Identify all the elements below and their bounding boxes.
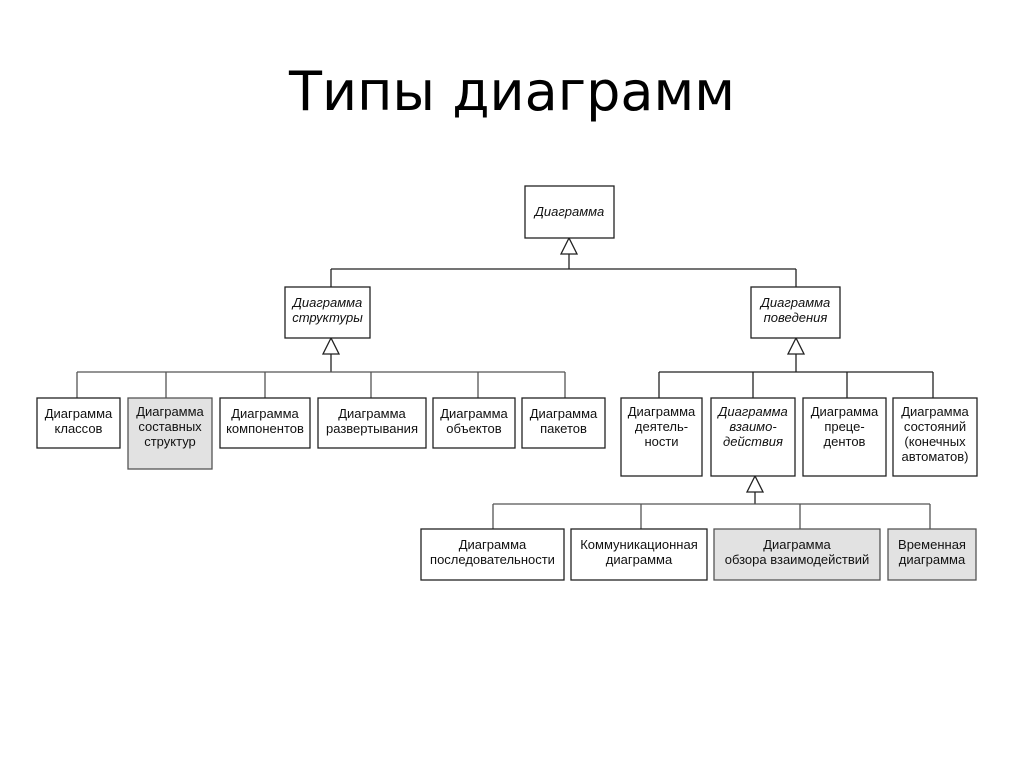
node-box: [432, 397, 516, 449]
node-label-line: Диаграмма: [136, 404, 204, 419]
node-label-line: поведения: [764, 310, 828, 325]
diagram-node-root: Диаграмма: [524, 185, 615, 239]
node-label-line: Временная: [898, 537, 966, 552]
node-label-line: Диаграмма: [759, 295, 831, 310]
node-box: [713, 528, 881, 581]
node-label-line: Диаграмма: [459, 537, 527, 552]
node-box: [317, 397, 427, 449]
node-box: [524, 185, 615, 239]
node-label-line: ности: [644, 434, 678, 449]
generalization-arrow-icon: [745, 474, 765, 493]
node-label-line: Диаграмма: [530, 406, 598, 421]
node-label-line: составных: [138, 419, 202, 434]
node-label-line: диаграмма: [899, 552, 966, 567]
node-box: [802, 397, 887, 477]
node-box: [219, 397, 311, 449]
node-label-line: Диаграмма: [45, 406, 113, 421]
node-label-line: развертывания: [326, 421, 418, 436]
node-box: [710, 397, 796, 477]
node-box: [570, 528, 708, 581]
node-label-line: компонентов: [226, 421, 304, 436]
node-box: [892, 397, 978, 477]
node-label-line: Диаграмма: [533, 204, 605, 219]
node-label-line: дентов: [824, 434, 866, 449]
node-label-line: пакетов: [540, 421, 587, 436]
node-box: [750, 286, 841, 339]
node-label-line: Коммуникационная: [580, 537, 698, 552]
node-label-line: Диаграмма: [716, 404, 788, 419]
node-label-line: диаграмма: [606, 552, 673, 567]
node-label-line: Диаграмма: [338, 406, 406, 421]
node-label-line: структуры: [292, 310, 363, 325]
node-label-line: преце-: [824, 419, 864, 434]
edges-layer: [76, 236, 934, 529]
generalization-arrow-icon: [786, 336, 806, 355]
node-box: [127, 397, 213, 470]
node-box: [36, 397, 121, 449]
nodes-layer: ДиаграммаДиаграммаструктурыДиаграммапове…: [36, 185, 978, 581]
node-label-line: Диаграмма: [440, 406, 508, 421]
node-label-line: автоматов): [901, 449, 968, 464]
node-label-line: классов: [55, 421, 103, 436]
node-label-line: Диаграмма: [291, 295, 363, 310]
node-label-line: последовательности: [430, 552, 555, 567]
node-label-line: Диаграмма: [231, 406, 299, 421]
node-label-line: взаимо-: [729, 419, 777, 434]
slide-title: Типы диаграмм: [289, 60, 735, 123]
node-box: [887, 528, 977, 581]
node-label-line: Диаграмма: [628, 404, 696, 419]
node-label-line: Диаграмма: [811, 404, 879, 419]
node-label-line: объектов: [446, 421, 501, 436]
node-label-line: структур: [144, 434, 196, 449]
node-label-line: состояний: [904, 419, 966, 434]
node-box: [284, 286, 371, 339]
generalization-arrow-icon: [321, 336, 341, 355]
node-label-line: Диаграмма: [901, 404, 969, 419]
node-box: [620, 397, 703, 477]
node-label-line: Диаграмма: [763, 537, 831, 552]
node-label-line: действия: [723, 434, 783, 449]
node-label-line: деятель-: [635, 419, 688, 434]
node-box: [521, 397, 606, 449]
node-label-line: обзора взаимодействий: [725, 552, 870, 567]
node-label-line: (конечных: [904, 434, 966, 449]
generalization-arrow-icon: [559, 236, 579, 255]
node-box: [420, 528, 565, 581]
